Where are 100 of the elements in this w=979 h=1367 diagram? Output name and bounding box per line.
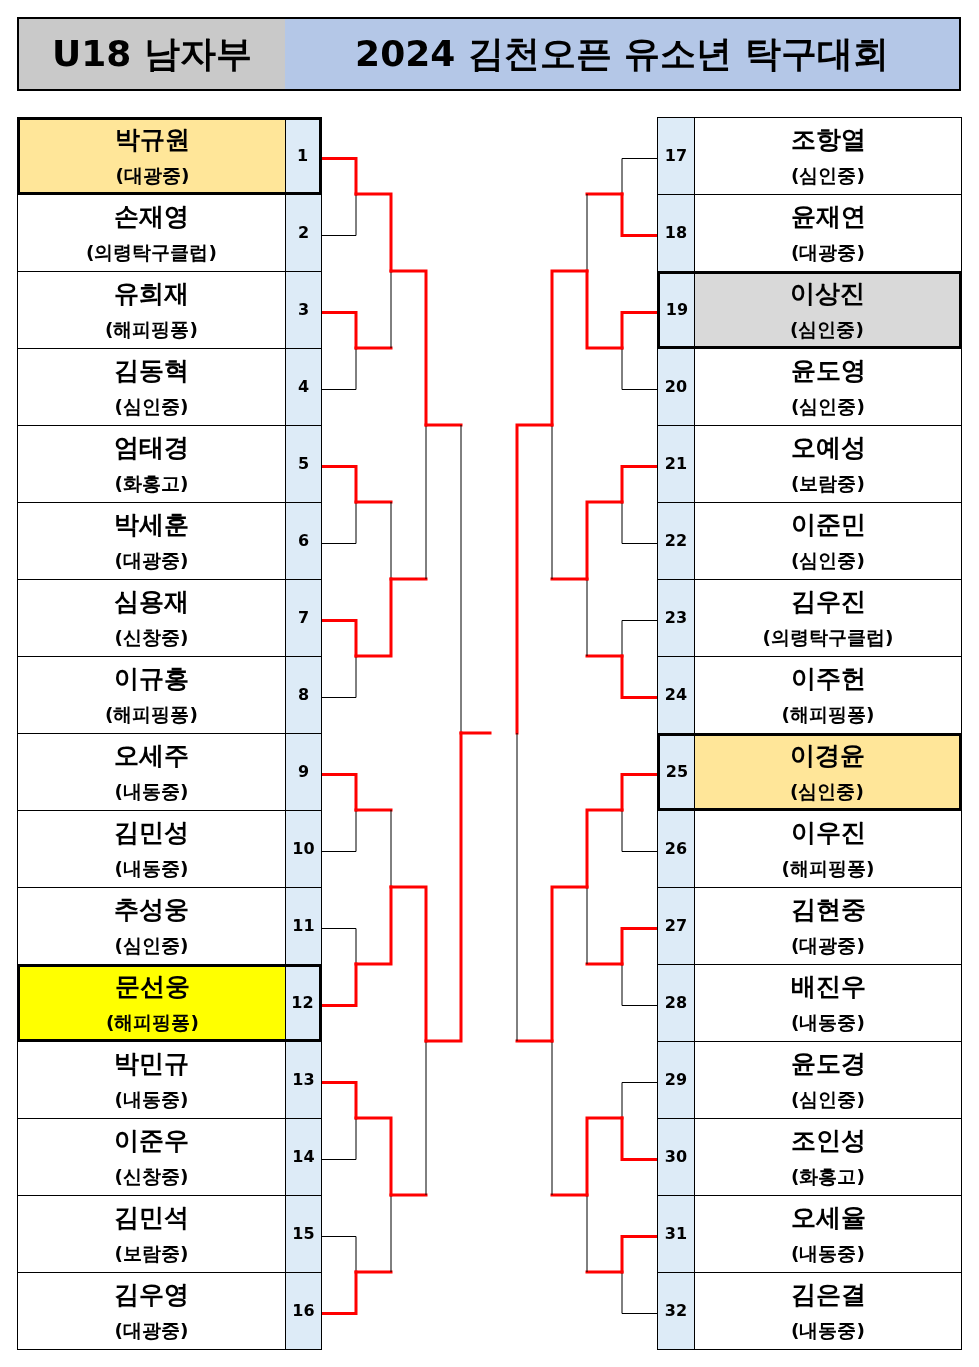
player-name: 김민석 (114, 1203, 189, 1231)
entry-number: 19 (657, 271, 695, 349)
entry-number: 1 (285, 117, 322, 195)
school-name: (내동중) (791, 1321, 865, 1341)
school-name: (신창중) (114, 1167, 189, 1187)
player-cell (694, 117, 962, 195)
player-name: 박민규 (114, 1049, 189, 1077)
player-name: 이준민 (790, 510, 866, 538)
player-name: 이경윤 (789, 741, 865, 769)
player-name: 배진우 (790, 972, 866, 1000)
player-name: 이주헌 (790, 664, 866, 692)
entry-number: 11 (285, 887, 322, 965)
entry-number: 7 (285, 579, 322, 657)
school-name: (내동중) (114, 782, 189, 802)
player-name: 오예성 (790, 433, 866, 461)
school-name: (심인중) (790, 782, 864, 802)
school-name: (심인중) (791, 397, 865, 417)
player-name: 이준우 (114, 1126, 189, 1154)
entry-number: 23 (657, 579, 695, 657)
school-name: (내동중) (791, 1244, 865, 1264)
school-name: (해피핑퐁) (105, 705, 198, 725)
school-name: (심인중) (114, 397, 189, 417)
entry-number: 13 (285, 1041, 322, 1119)
school-name: (보람중) (114, 1244, 189, 1264)
player-name: 추성웅 (114, 895, 189, 923)
entry-number: 17 (657, 117, 695, 195)
school-name: (내동중) (114, 859, 189, 879)
entry-number: 4 (285, 348, 322, 426)
entry-number: 32 (657, 1272, 695, 1350)
player-name: 조항열 (790, 125, 866, 153)
school-name: (심인중) (790, 320, 864, 340)
school-name: (신창중) (114, 628, 189, 648)
school-name: (심인중) (791, 551, 865, 571)
player-name: 심용재 (114, 587, 189, 615)
player-cell (694, 271, 962, 349)
player-name: 이상진 (789, 279, 865, 307)
entry-number: 5 (285, 425, 322, 503)
entry-number: 10 (285, 810, 322, 888)
player-name: 이우진 (790, 818, 866, 846)
entry-number: 9 (285, 733, 322, 811)
school-name: (화홍고) (114, 474, 189, 494)
player-name: 김동혁 (114, 356, 189, 384)
player-name: 윤도경 (790, 1049, 866, 1077)
school-name: (해피핑퐁) (106, 1013, 199, 1033)
player-name: 오세주 (114, 741, 189, 769)
entry-number: 14 (285, 1118, 322, 1196)
player-cell (17, 964, 286, 1042)
school-name: (대광중) (114, 1321, 189, 1341)
player-cell (694, 1272, 962, 1350)
player-name: 문선웅 (115, 972, 190, 1000)
school-name: (보람중) (791, 474, 865, 494)
player-name: 김민성 (114, 818, 189, 846)
player-name: 이규홍 (114, 664, 189, 692)
title-text: 2024 김천오픈 유소년 탁구대회 (355, 34, 889, 74)
entry-number: 18 (657, 194, 695, 272)
entry-number: 2 (285, 194, 322, 272)
player-name: 엄태경 (114, 433, 189, 461)
player-name: 김현중 (790, 895, 866, 923)
school-name: (대광중) (115, 166, 190, 186)
entry-number: 28 (657, 964, 695, 1042)
entry-number: 16 (285, 1272, 322, 1350)
school-name: (화홍고) (791, 1167, 865, 1187)
school-name: (의령탁구클럽) (86, 243, 217, 263)
school-name: (의령탁구클럽) (762, 628, 894, 648)
entry-number: 22 (657, 502, 695, 580)
player-cell (694, 733, 962, 811)
school-name: (심인중) (791, 1090, 865, 1110)
entry-number: 31 (657, 1195, 695, 1273)
player-name: 김우영 (114, 1280, 189, 1308)
entry-number: 20 (657, 348, 695, 426)
player-name: 조인성 (790, 1126, 866, 1154)
school-name: (심인중) (114, 936, 189, 956)
player-name: 오세율 (790, 1203, 866, 1231)
school-name: (대광중) (791, 936, 865, 956)
entry-number: 12 (285, 964, 322, 1042)
entry-number: 21 (657, 425, 695, 503)
school-name: (해피핑퐁) (781, 859, 875, 879)
player-name: 박세훈 (114, 510, 189, 538)
player-name: 유희재 (114, 279, 189, 307)
player-cell (17, 117, 286, 195)
player-name: 윤도영 (790, 356, 866, 384)
category-label: U18 남자부 (52, 34, 252, 74)
player-name: 윤재연 (790, 202, 866, 230)
entry-number: 15 (285, 1195, 322, 1273)
player-name: 김은결 (790, 1280, 866, 1308)
player-name: 박규원 (115, 125, 190, 153)
entry-number: 27 (657, 887, 695, 965)
entry-number: 25 (657, 733, 695, 811)
player-name: 손재영 (114, 202, 189, 230)
school-name: (대광중) (791, 243, 865, 263)
school-name: (해피핑퐁) (105, 320, 198, 340)
school-name: (내동중) (791, 1013, 865, 1033)
entry-number: 8 (285, 656, 322, 734)
entry-number: 29 (657, 1041, 695, 1119)
entry-number: 26 (657, 810, 695, 888)
school-name: (심인중) (791, 166, 865, 186)
player-name: 김우진 (790, 587, 866, 615)
entry-number: 6 (285, 502, 322, 580)
entry-number: 24 (657, 656, 695, 734)
entry-number: 30 (657, 1118, 695, 1196)
